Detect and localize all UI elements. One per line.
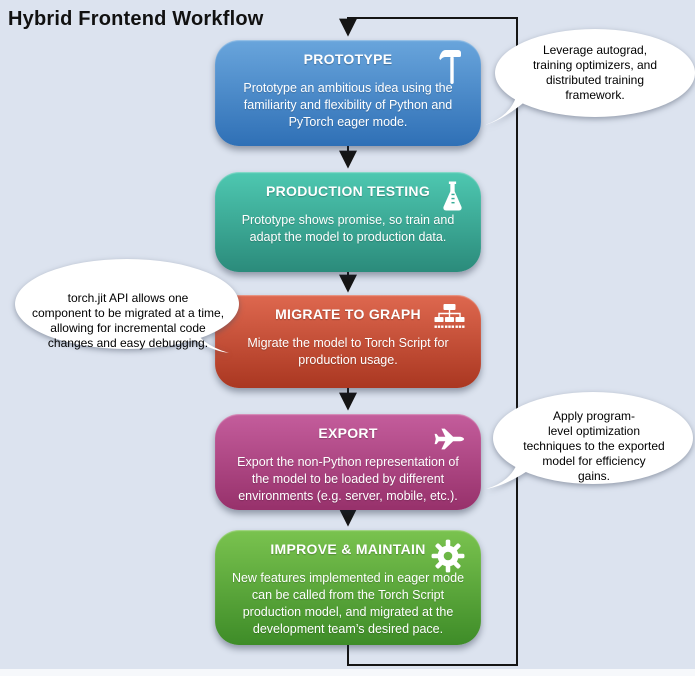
speech-bubble-shape — [486, 392, 693, 489]
step-description: Migrate the model to Torch Script for pr… — [247, 336, 449, 367]
callout-text: torch.jit API allows one component to be… — [31, 291, 225, 350]
callout-text: Apply program- level optimization techni… — [523, 409, 665, 483]
step-title: PROTOTYPE — [303, 51, 393, 67]
feedback-loop-line — [339, 17, 518, 666]
page-bottom-strip — [0, 669, 695, 676]
step-title: IMPROVE & MAINTAIN — [270, 541, 426, 557]
step-production-testing: PRODUCTION TESTING Prototype shows promi… — [215, 172, 481, 272]
callout-text: Leverage autograd, training optimizers, … — [532, 43, 658, 102]
step-prototype: PROTOTYPE Prototype an ambitious idea us… — [215, 40, 481, 146]
step-export: EXPORT Export the non-Python representat… — [215, 414, 481, 510]
callout-export — [483, 390, 695, 501]
step-description: Prototype an ambitious idea using the fa… — [243, 81, 453, 129]
step-description: New features implemented in eager mode c… — [231, 571, 465, 636]
callout-migrate-to-graph — [14, 258, 242, 365]
gear-icon — [431, 539, 465, 578]
plane-icon — [432, 427, 465, 456]
speech-bubble-shape — [485, 29, 695, 125]
step-title: PRODUCTION TESTING — [265, 183, 431, 199]
step-title: EXPORT — [318, 425, 378, 441]
step-description: Export the non-Python representation of … — [237, 455, 459, 503]
callout-prototype — [485, 28, 695, 135]
speech-bubble-shape — [15, 259, 239, 353]
step-description: Prototype shows promise, so train and ad… — [241, 213, 455, 244]
hammer-icon — [439, 49, 465, 90]
page-title: Hybrid Frontend Workflow — [8, 8, 264, 30]
step-migrate-to-graph: MIGRATE TO GRAPH Migrate the model to To… — [215, 295, 481, 388]
step-improve-and-maintain: IMPROVE & MAINTAIN New features implemen… — [215, 530, 481, 645]
step-title: MIGRATE TO GRAPH — [275, 306, 421, 322]
flask-icon — [440, 181, 465, 217]
sitemap-icon — [434, 304, 465, 336]
